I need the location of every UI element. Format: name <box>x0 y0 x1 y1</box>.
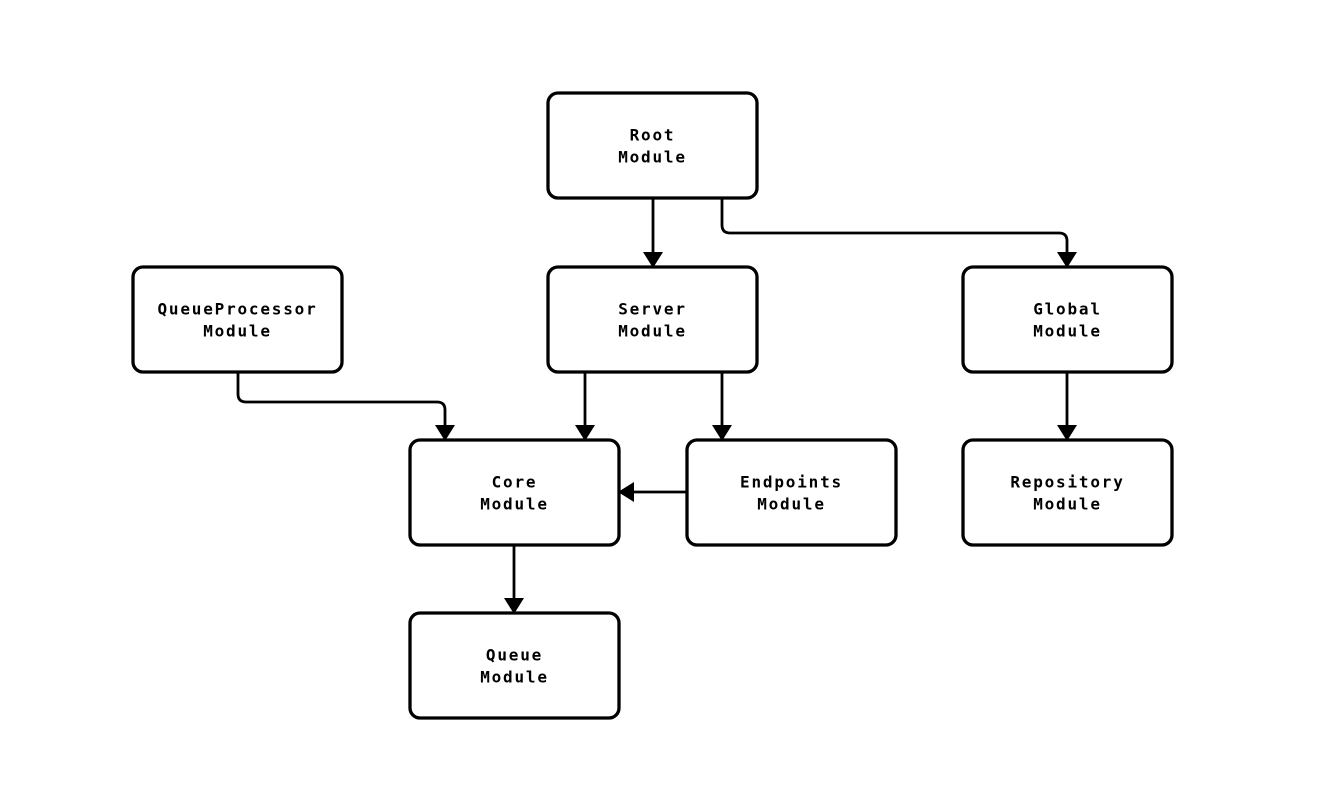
node-label-root-line2: Module <box>618 148 687 167</box>
node-root-module: Root Module <box>546 91 759 200</box>
edge-group <box>236 198 1077 614</box>
node-label-global-line2: Module <box>1033 322 1102 341</box>
node-label-repository-line2: Module <box>1033 495 1102 514</box>
node-global-module: Global Module <box>961 265 1174 374</box>
node-label-server-line2: Module <box>618 322 687 341</box>
node-box-core <box>408 438 621 547</box>
node-endpoints-module: Endpoints Module <box>685 438 898 547</box>
node-label-endpoints-line1: Endpoints <box>740 473 843 492</box>
node-core-module: Core Module <box>408 438 621 547</box>
node-box-root <box>546 91 759 200</box>
edge-queueprocessor-to-core <box>236 372 455 441</box>
node-label-global-line1: Global <box>1033 300 1102 319</box>
node-queueprocessor-module: QueueProcessor Module <box>131 265 344 374</box>
node-label-repository-line1: Repository <box>1010 473 1124 492</box>
node-label-core-line2: Module <box>480 495 549 514</box>
node-server-module: Server Module <box>546 265 759 374</box>
node-box-repository <box>961 438 1174 547</box>
node-box-global <box>961 265 1174 374</box>
node-label-queueprocessor-line1: QueueProcessor <box>157 300 317 319</box>
node-label-queue-line1: Queue <box>486 646 543 665</box>
edge-root-to-global <box>720 198 1077 268</box>
node-box-server <box>546 265 759 374</box>
node-box-endpoints <box>685 438 898 547</box>
node-box-queueprocessor <box>131 265 344 374</box>
node-repository-module: Repository Module <box>961 438 1174 547</box>
node-label-queue-line2: Module <box>480 668 549 687</box>
node-label-queueprocessor-line2: Module <box>203 322 272 341</box>
node-box-queue <box>408 611 621 720</box>
node-queue-module: Queue Module <box>408 611 621 720</box>
node-label-root-line1: Root <box>630 126 676 145</box>
node-label-server-line1: Server <box>618 300 687 319</box>
node-label-core-line1: Core <box>492 473 538 492</box>
node-label-endpoints-line2: Module <box>757 495 826 514</box>
